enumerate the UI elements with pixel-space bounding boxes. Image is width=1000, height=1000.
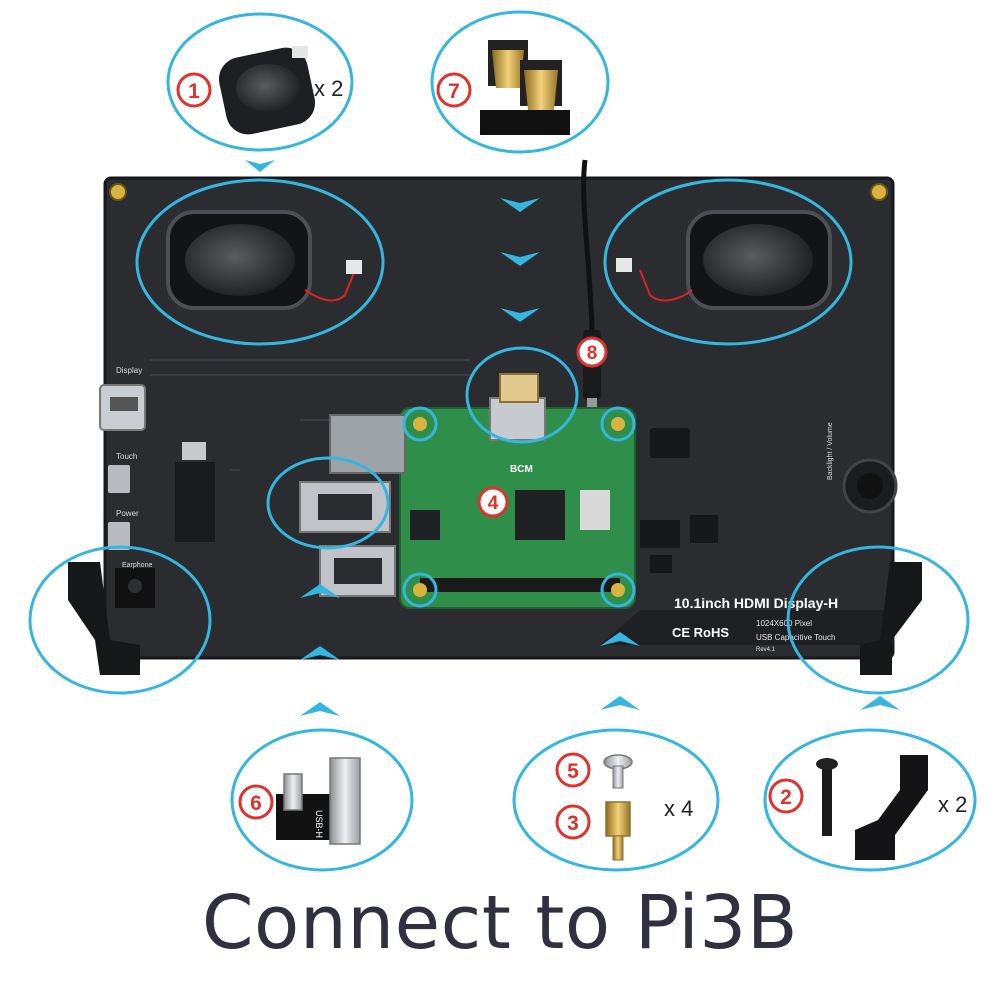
marker-6-label: 6	[250, 792, 262, 815]
product-name: 10.1inch HDMI Display-H	[674, 595, 838, 611]
caption: Connect to Pi3B	[201, 880, 799, 966]
touch-type: USB Capacitive Touch	[756, 633, 835, 642]
marker-5-label: 5	[567, 760, 579, 783]
bracket-right-mounted	[860, 562, 922, 675]
usb-adapter-icon	[276, 757, 361, 845]
power-port	[108, 522, 130, 550]
copper-standoff-icon	[605, 801, 631, 861]
usb-adapter-label-text: USB-H 3B	[314, 810, 324, 852]
highlight-speaker-right	[603, 178, 853, 346]
revision: Rev4.1	[756, 647, 776, 653]
marker-6: 6	[238, 784, 274, 820]
marker-3: 3	[555, 804, 591, 840]
knob-label: Backlight / Volume	[827, 422, 834, 480]
soc-chip	[515, 490, 565, 540]
gpio-header	[420, 578, 620, 592]
speaker-icon	[218, 46, 316, 135]
marker-4: 4	[477, 486, 509, 518]
marker-1: 1	[176, 72, 212, 108]
port-label-power: Power	[116, 509, 139, 518]
port-label-touch: Touch	[116, 452, 137, 461]
part-2-callout	[763, 728, 977, 872]
resolution: 1024X600 Pixel	[756, 619, 812, 628]
marker-2-label: 2	[780, 786, 792, 809]
marker-2: 2	[768, 778, 804, 814]
pi-standoffs	[402, 406, 636, 608]
marker-4-label: 4	[488, 493, 499, 514]
mounted-speaker-right	[616, 210, 832, 310]
marker-7-label: 7	[448, 80, 460, 103]
marker-8-label: 8	[587, 343, 598, 364]
bracket-left-mounted	[68, 562, 140, 675]
qty-standoff: x 4	[664, 796, 693, 821]
highlight-speaker-left	[135, 178, 385, 346]
qty-speaker: x 2	[314, 76, 343, 101]
mount-hole-top-left	[109, 183, 127, 201]
raspberry-pi-board	[299, 373, 636, 609]
pi-chip-text: BCM	[510, 464, 533, 475]
highlight-hdmi	[465, 346, 579, 444]
marker-5: 5	[555, 752, 591, 788]
marker-3-label: 3	[567, 812, 579, 835]
mounted-speaker-left	[166, 210, 362, 310]
port-label-earphone: Earphone	[122, 562, 152, 569]
part-1-callout	[166, 12, 354, 152]
highlight-bracket-right	[786, 545, 970, 695]
screw-icon	[603, 754, 633, 789]
port-label-display: Display	[116, 366, 142, 375]
qty-bracket: x 2	[938, 792, 967, 817]
certifications: CE RoHS	[672, 625, 729, 640]
part-7-callout	[430, 10, 610, 154]
hdmi-adapter-icon	[480, 40, 570, 135]
marker-1-label: 1	[188, 80, 200, 103]
mount-hole-top-right	[870, 183, 888, 201]
marker-7: 7	[436, 72, 472, 108]
touch-port	[108, 465, 130, 493]
right-connector	[650, 428, 690, 458]
highlight-usb	[266, 456, 390, 550]
direction-chevrons	[245, 160, 900, 716]
part-6-callout	[230, 728, 414, 872]
usb-adapter-label: USB-H 3B	[314, 810, 324, 852]
marker-8: 8	[576, 336, 608, 368]
bracket-screw-icon	[816, 755, 928, 860]
highlight-bracket-left	[28, 545, 212, 695]
